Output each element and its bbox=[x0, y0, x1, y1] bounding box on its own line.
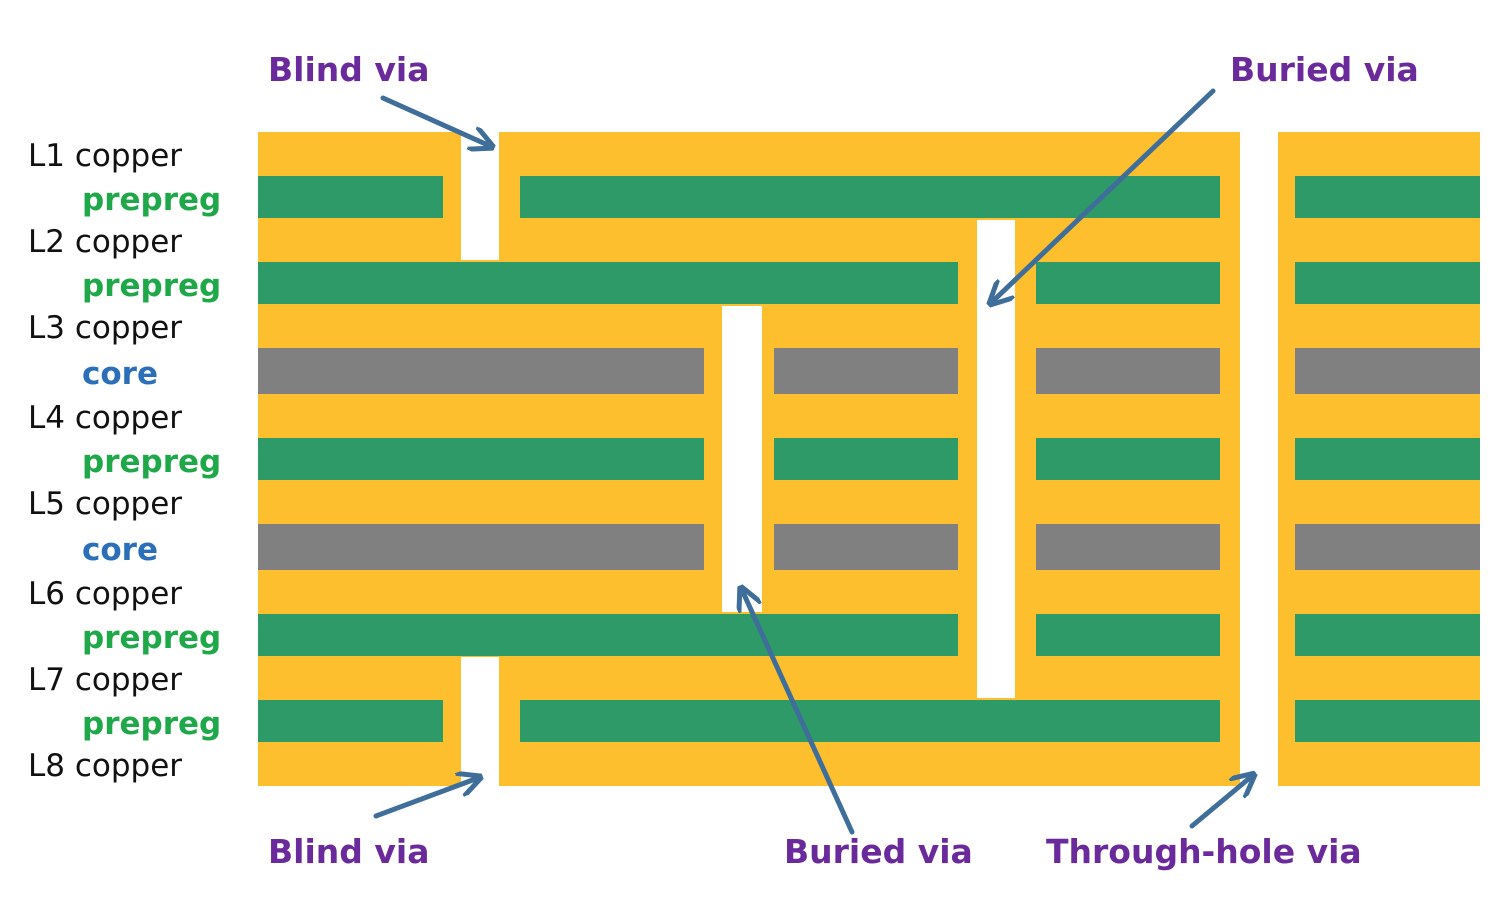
layer-label-prepreg-2: prepreg bbox=[82, 268, 222, 304]
core-band-5-seg-2 bbox=[774, 524, 958, 570]
layer-label-l7: L7 copper bbox=[28, 662, 183, 698]
core-band-5-seg-1 bbox=[258, 524, 704, 570]
core-band-5-seg-4 bbox=[1295, 524, 1480, 570]
layer-label-prepreg-1: prepreg bbox=[82, 182, 222, 218]
prepreg-band-1-seg-3 bbox=[1295, 176, 1480, 218]
prepreg-band-4-seg-3 bbox=[1036, 438, 1220, 480]
core-band-3-seg-1 bbox=[258, 348, 704, 394]
prepreg-band-2-seg-1 bbox=[258, 262, 958, 304]
prepreg-band-7-seg-3 bbox=[1295, 700, 1480, 742]
arrow-buried-via-outer bbox=[992, 88, 1216, 302]
callout-blind-via-bottom: Blind via bbox=[268, 832, 430, 871]
layer-label-l6: L6 copper bbox=[28, 576, 183, 612]
through-hole-via-hole bbox=[1240, 120, 1278, 810]
layer-label-prepreg-3: prepreg bbox=[82, 444, 222, 480]
prepreg-band-6-seg-2 bbox=[1036, 614, 1220, 656]
layer-label-l4: L4 copper bbox=[28, 400, 183, 436]
prepreg-band-7-seg-2 bbox=[520, 700, 1220, 742]
arrow-buried-via-inner bbox=[742, 590, 855, 835]
layer-label-l5: L5 copper bbox=[28, 486, 183, 522]
prepreg-band-6-seg-1 bbox=[258, 614, 958, 656]
buried-via-inner-hole bbox=[722, 306, 762, 612]
layer-label-prepreg-4: prepreg bbox=[82, 620, 222, 656]
layer-label-l3: L3 copper bbox=[28, 310, 183, 346]
layer-label-core-2: core bbox=[82, 532, 158, 568]
arrow-through-hole-via bbox=[1189, 776, 1252, 829]
callout-through-hole-via: Through-hole via bbox=[1046, 832, 1362, 871]
prepreg-band-6-seg-3 bbox=[1295, 614, 1480, 656]
layer-label-l8: L8 copper bbox=[28, 748, 183, 784]
prepreg-band-4-seg-2 bbox=[774, 438, 958, 480]
prepreg-band-2-seg-3 bbox=[1295, 262, 1480, 304]
prepreg-band-1-seg-1 bbox=[258, 176, 443, 218]
core-band-3-seg-3 bbox=[1036, 348, 1220, 394]
prepreg-band-2-seg-2 bbox=[1036, 262, 1220, 304]
core-band-5-seg-3 bbox=[1036, 524, 1220, 570]
layer-label-l2: L2 copper bbox=[28, 224, 183, 260]
layer-label-l1: L1 copper bbox=[28, 138, 183, 174]
prepreg-band-4-seg-4 bbox=[1295, 438, 1480, 480]
layer-label-core-1: core bbox=[82, 356, 158, 392]
prepreg-band-4-seg-1 bbox=[258, 438, 704, 480]
layer-label-prepreg-5: prepreg bbox=[82, 706, 222, 742]
arrow-blind-via-top bbox=[380, 95, 490, 146]
callout-buried-via-bottom: Buried via bbox=[784, 832, 973, 871]
arrow-blind-via-bottom bbox=[373, 778, 478, 819]
callout-buried-via-top: Buried via bbox=[1230, 50, 1419, 89]
blind-via-bottom-hole bbox=[461, 657, 499, 797]
buried-via-outer-hole bbox=[977, 220, 1015, 698]
callout-blind-via-top: Blind via bbox=[268, 50, 430, 89]
core-band-3-seg-2 bbox=[774, 348, 958, 394]
core-band-3-seg-4 bbox=[1295, 348, 1480, 394]
prepreg-band-7-seg-1 bbox=[258, 700, 443, 742]
